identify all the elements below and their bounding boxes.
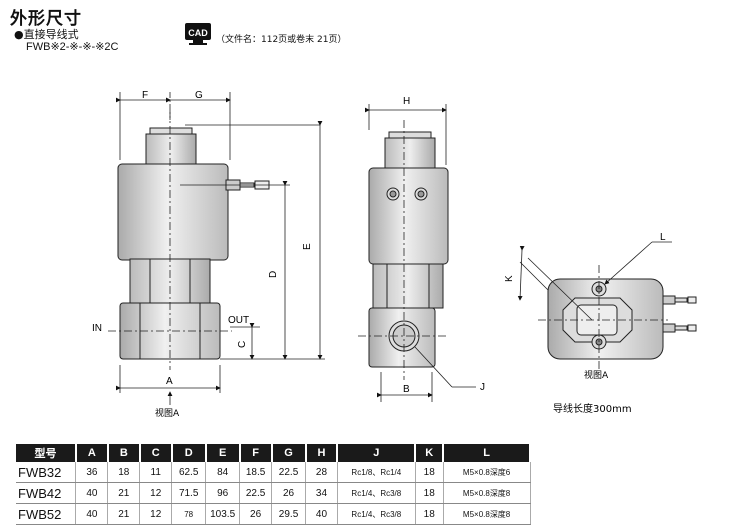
table-cell: 26: [239, 503, 273, 525]
table-cell: FWB52: [16, 503, 77, 525]
table-cell: 36: [75, 462, 109, 483]
table-cell: 40: [75, 503, 109, 525]
table-header: L: [443, 444, 531, 462]
table-cell: 12: [139, 482, 173, 504]
dim-h: H: [403, 96, 410, 107]
side-view: [368, 131, 449, 368]
model-code: FWB※2-※-※-※2C: [26, 41, 119, 53]
table-cell: 21: [107, 503, 141, 525]
table-header: H: [305, 444, 339, 462]
dim-f: F: [142, 90, 148, 101]
dim-b: B: [403, 384, 410, 395]
dim-k: K: [504, 275, 515, 282]
table-cell: FWB32: [16, 462, 77, 483]
table-cell: 12: [139, 503, 173, 525]
table-header: D: [171, 444, 207, 462]
table-header: B: [107, 444, 141, 462]
dim-j: J: [480, 382, 485, 393]
table-cell: M5×0.8深度8: [443, 503, 531, 525]
table-header: J: [337, 444, 417, 462]
table-cell: 40: [305, 503, 338, 525]
dim-c: C: [237, 341, 248, 348]
front-view: [117, 127, 270, 360]
view-a-label: 视图A: [155, 407, 180, 419]
table-header-row: 型号 A B C D E F G H J K L: [16, 444, 531, 462]
table-cell: 34: [305, 482, 338, 504]
table-cell: 18: [415, 503, 444, 525]
table-row: FWB32 36 18 11 62.5 84 18.5 22.5 28 Rc1/…: [16, 462, 531, 483]
table-cell: 40: [75, 482, 109, 504]
dim-a: A: [166, 376, 173, 387]
table-header: 型号: [16, 444, 77, 462]
table-cell: Rc1/8、Rc1/4: [337, 462, 416, 483]
table-row: FWB52 40 21 12 78 103.5 26 29.5 40 Rc1/4…: [16, 503, 531, 525]
table-header: G: [271, 444, 307, 462]
cad-icon[interactable]: CAD: [184, 22, 212, 46]
bottom-view: [547, 278, 697, 360]
table-cell: 21: [107, 482, 141, 504]
table-cell: 11: [139, 462, 173, 483]
table-header: A: [75, 444, 109, 462]
connection-type: ●直接导线式: [14, 28, 79, 41]
table-cell: 96: [205, 482, 241, 504]
table-cell: 103.5: [205, 503, 241, 525]
table-cell: 62.5: [171, 462, 207, 483]
table-cell: 18: [415, 462, 444, 483]
table-cell: 18: [107, 462, 141, 483]
table-cell: M5×0.8深度8: [443, 482, 531, 504]
port-out: OUT: [228, 315, 249, 326]
view-a-side-label: 视图A: [584, 369, 609, 381]
table-cell: Rc1/4、Rc3/8: [337, 482, 416, 504]
table-cell: 18: [415, 482, 444, 504]
table-header: F: [239, 444, 273, 462]
table-header: C: [139, 444, 173, 462]
table-cell: 18.5: [239, 462, 273, 483]
table-cell: 78: [171, 503, 207, 525]
table-cell: 71.5: [171, 482, 207, 504]
page-title: 外形尺寸: [10, 9, 82, 29]
table-cell: 28: [305, 462, 338, 483]
wire-length-note: 导线长度300mm: [553, 402, 632, 415]
dim-e: E: [302, 243, 313, 250]
table-cell: 29.5: [271, 503, 306, 525]
table-header: E: [205, 444, 241, 462]
cad-icon-text: CAD: [188, 28, 208, 38]
table-cell: 26: [271, 482, 306, 504]
dim-g: G: [195, 90, 203, 101]
table-cell: 22.5: [271, 462, 306, 483]
dim-d: D: [268, 271, 279, 278]
dimension-drawing: F G E D C A IN OUT 视图A H B J: [92, 90, 697, 419]
table-row: FWB42 40 21 12 71.5 96 22.5 26 34 Rc1/4、…: [16, 482, 531, 504]
table-cell: 84: [205, 462, 241, 483]
dimension-table: 型号 A B C D E F G H J K L FWB32 36 18 11 …: [16, 444, 531, 525]
table-header: K: [415, 444, 445, 462]
table-cell: FWB42: [16, 482, 77, 504]
cad-file-note: （文件名：112页或卷末 21页）: [216, 35, 347, 45]
table-cell: 22.5: [239, 482, 273, 504]
table-cell: M5×0.8深度6: [443, 462, 531, 483]
table-cell: Rc1/4、Rc3/8: [337, 503, 416, 525]
dim-l: L: [660, 232, 666, 243]
port-in: IN: [92, 323, 102, 334]
